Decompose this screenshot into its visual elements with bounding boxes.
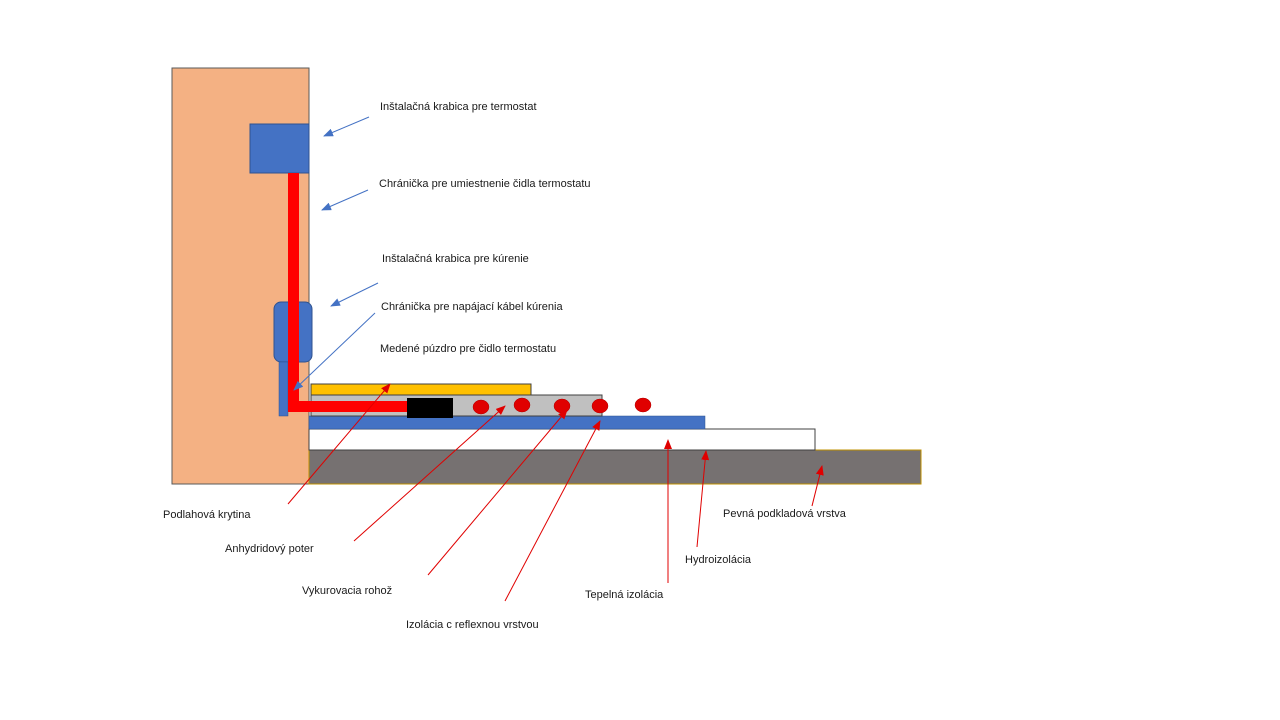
label-anhydrite-screed: Anhydridový poter: [225, 543, 314, 555]
label-copper-sleeve: Medené púzdro pre čidlo termostatu: [380, 343, 557, 355]
power-cable-conduit: [278, 361, 289, 417]
sensor-conduit-vertical: [288, 173, 299, 412]
label-floor-covering: Podlahová krytina: [163, 509, 251, 521]
power-conduit-arrow: [293, 312, 376, 391]
thermostat-box-arrow: [323, 116, 370, 137]
heating-cable-dot: [553, 398, 571, 414]
label-power-conduit: Chránička pre napájací kábel kúrenia: [381, 301, 563, 313]
floor-covering-arrow: [287, 383, 391, 505]
solid-base-layer: [308, 449, 922, 485]
solid-base-arrow: [811, 465, 824, 507]
waterproofing-arrow: [696, 450, 710, 548]
label-heating-box: Inštalačná krabica pre kúrenie: [382, 253, 529, 265]
sensor-conduit-horizontal: [288, 401, 408, 412]
thermal-insulation-layer: [308, 428, 816, 451]
sensor-conduit-arrow: [321, 189, 369, 211]
screed-arrow: [353, 405, 506, 542]
floor-covering-layer: [310, 383, 532, 396]
label-thermostat-box: Inštalačná krabica pre termostat: [380, 101, 537, 113]
reflective-insulation-layer: [308, 415, 706, 430]
heating-cable-dot: [513, 397, 531, 413]
heating-cable-dot: [472, 399, 490, 415]
label-heating-mat: Vykurovacia rohož: [302, 585, 393, 597]
heating-mat-arrow: [427, 409, 568, 576]
heating-box-arrow: [330, 282, 379, 307]
copper-sleeve: [407, 398, 453, 418]
label-reflective-insulation: Izolácia c reflexnou vrstvou: [406, 619, 539, 631]
label-solid-base: Pevná podkladová vrstva: [723, 508, 846, 520]
heating-cable-dot: [634, 397, 652, 413]
label-sensor-conduit: Chránička pre umiestnenie čidla termosta…: [379, 178, 591, 190]
label-waterproofing: Hydroizolácia: [685, 554, 752, 566]
label-thermal-insulation: Tepelná izolácia: [585, 589, 664, 601]
reflective-insulation-arrow: [504, 420, 601, 602]
thermostat-install-box: [249, 123, 310, 174]
heating-cable-dot: [591, 398, 609, 414]
